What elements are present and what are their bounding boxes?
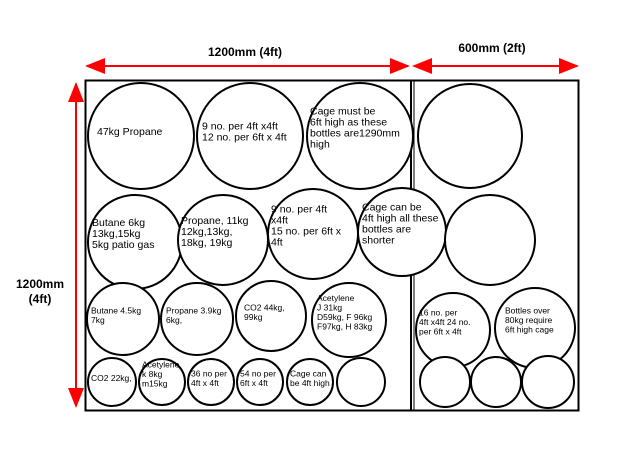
- cylinder-label: 12kg,13kg,: [181, 226, 232, 238]
- cylinder-circle: [306, 82, 414, 190]
- cylinder-circle: [444, 194, 536, 286]
- cage-outline: [84, 79, 580, 412]
- cylinder-circle: [336, 357, 386, 407]
- cylinder-circle: [419, 356, 471, 408]
- cylinder-label: x4ft: [271, 215, 288, 227]
- cylinder-circle: [87, 357, 137, 407]
- cylinder-label: 54 no per: [240, 368, 276, 378]
- cylinder-label: Acetylene: [317, 293, 355, 303]
- cylinder-label: 6ft high as these: [310, 117, 387, 129]
- cylinder-label: high: [310, 139, 330, 151]
- cylinder: [417, 83, 523, 189]
- cylinder: [521, 355, 575, 409]
- cylinder-label: F97kg, H 83kg: [317, 321, 373, 331]
- cylinder-label: 5kg patio gas: [92, 239, 154, 251]
- cylinder-label: Butane 4.5kg: [91, 305, 141, 315]
- cylinder-label: 99kg: [244, 312, 263, 322]
- cylinder-circle: [470, 356, 522, 408]
- cylinder-label: CO2 44kg,: [244, 302, 285, 312]
- cylinder-label: 13kg,15kg: [92, 228, 141, 240]
- width-right-label: 600mm (2ft): [458, 41, 525, 55]
- cylinder-circle: [138, 358, 186, 406]
- cylinder-label: 6kg,: [166, 315, 182, 325]
- cylinder-label: shorter: [362, 235, 395, 247]
- cylinder-label: bottles are1290mm: [310, 128, 400, 140]
- cylinder-label: 47kg Propane: [97, 126, 163, 138]
- cylinder: [470, 356, 522, 408]
- cylinder-label: 9 no. per 4ft x4ft: [202, 121, 278, 133]
- cylinder-label: 6ft x 4ft: [240, 378, 269, 388]
- cylinder: [419, 356, 471, 408]
- cylinder-label: Propane, 11kg: [181, 215, 249, 227]
- cylinder-circle: [86, 282, 160, 356]
- height-label-line1: 1200mm: [16, 277, 64, 291]
- cylinder-label: 4ft: [271, 237, 283, 249]
- cylinder-label: CO2 22kg,: [91, 373, 132, 383]
- cylinder-label: k 8kg: [142, 369, 163, 379]
- cylinder-label: 4ft x4ft 24 no.: [419, 317, 471, 327]
- cylinder-label: be 4ft high: [290, 378, 330, 388]
- cylinder-label: 4ft x 4ft: [191, 378, 220, 388]
- cylinder: 47kg Propane: [87, 82, 195, 190]
- cylinder-label: bottles are: [362, 224, 411, 236]
- width-left-label: 1200mm (4ft): [208, 45, 282, 59]
- cylinder-label: Acetylene: [142, 360, 180, 370]
- cylinder: [336, 357, 386, 407]
- cylinder-label: m15kg: [142, 379, 168, 389]
- cylinder-label: per 6ft x 4ft: [419, 327, 462, 337]
- cylinder-label: 36 no per: [191, 368, 227, 378]
- cylinder-circle: [286, 358, 334, 406]
- height-label-line2: (4ft): [29, 292, 52, 306]
- cylinder-circle: [187, 358, 235, 406]
- cylinder-label: Propane 3.9kg: [166, 305, 222, 315]
- cylinder-label: Cage can be: [362, 202, 422, 214]
- cylinder-label: J 31kg: [317, 302, 342, 312]
- cylinder-label: 15 no. per 6ft x: [271, 226, 342, 238]
- cylinder-label: 7kg: [91, 315, 105, 325]
- cylinder-label: D59kg, F 96kg: [317, 312, 373, 322]
- cylinder-circle: [311, 282, 387, 358]
- cylinder-label: Cage can: [290, 368, 327, 378]
- cylinder-label: 16 no. per: [419, 308, 457, 318]
- cylinder-label: 12 no. per 6ft x 4ft: [202, 132, 287, 144]
- cylinder-label: 18kg, 19kg: [181, 237, 233, 249]
- cylinder-label: 9 no. per 4ft: [271, 204, 327, 216]
- cylinder-circle: [417, 83, 523, 189]
- cylinder: [444, 194, 536, 286]
- cylinder-label: 80kg require: [505, 315, 553, 325]
- cylinder-label: 6ft high cage: [505, 325, 554, 335]
- cylinder-label: 4ft high all these: [362, 213, 439, 225]
- cylinder: CO2 22kg,: [87, 357, 137, 407]
- cylinder-label: Butane 6kg: [92, 217, 145, 229]
- cylinder-label: Cage must be: [310, 106, 376, 118]
- cylinder-circle: [521, 355, 575, 409]
- cylinder-circle: [235, 280, 307, 352]
- cylinder-circle: [196, 82, 304, 190]
- cylinder-label: Bottles over: [505, 306, 550, 316]
- cylinder-circle: [87, 82, 195, 190]
- cylinder: CO2 44kg,99kg: [235, 280, 307, 352]
- cylinder-circle: [236, 358, 284, 406]
- cylinder-circle: [160, 282, 234, 356]
